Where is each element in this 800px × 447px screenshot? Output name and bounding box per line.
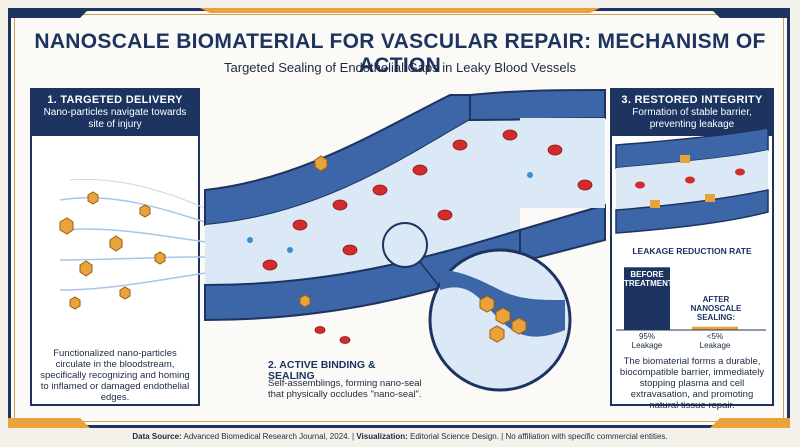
red-blood-cell-icon xyxy=(452,139,468,151)
nanoseal-icon xyxy=(495,307,511,325)
red-blood-cell-icon xyxy=(342,244,358,256)
panel3-heading: 3. RESTORED INTEGRITY xyxy=(621,94,763,106)
nanoparticle-icon xyxy=(87,191,99,205)
page-title: NANOSCALE BIOMATERIAL FOR VASCULAR REPAI… xyxy=(34,30,766,77)
platelet-icon xyxy=(247,237,253,243)
nanoparticle-icon xyxy=(69,296,81,310)
chart-title: LEAKAGE REDUCTION RATE xyxy=(632,246,752,256)
nanoparticle-icon xyxy=(119,286,131,300)
footer-viz: Editorial Science Design. xyxy=(410,432,499,441)
panel3-header: 3. RESTORED INTEGRITY Formation of stabl… xyxy=(612,90,772,136)
footer-note: No affiliation with specific commercial … xyxy=(505,432,668,441)
red-blood-cell-icon xyxy=(547,144,563,156)
footer-source: Advanced Biomedical Research Journal, 20… xyxy=(183,432,350,441)
nanoparticle-icon xyxy=(139,204,151,218)
panel1-caption: Functionalized nano-particles circulate … xyxy=(40,348,190,403)
nanoparticle-icon xyxy=(109,235,123,252)
red-blood-cell-icon xyxy=(685,176,695,184)
red-blood-cell-icon xyxy=(412,164,428,176)
panel3-subheading: Formation of stable barrier, preventing … xyxy=(632,107,752,130)
nanoparticle-icon xyxy=(314,155,328,172)
red-blood-cell-icon xyxy=(292,219,308,231)
chart-bar xyxy=(692,326,738,330)
nanoseal-icon xyxy=(479,295,495,313)
platelet-icon xyxy=(527,172,533,178)
platelet-icon xyxy=(287,247,293,253)
red-blood-cell-icon xyxy=(332,199,348,211)
nanoseal-icon xyxy=(489,325,505,343)
panel2-heading: 2. ACTIVE BINDING & SEALING xyxy=(268,359,376,382)
page-subtitle: Targeted Sealing of Endothelial Gaps in … xyxy=(224,60,576,75)
nanoseal-icon xyxy=(511,317,527,335)
chart-bar xyxy=(624,267,670,330)
footer: Data Source: Advanced Biomedical Researc… xyxy=(132,432,668,441)
red-blood-cell-icon xyxy=(372,184,388,196)
red-blood-cell-icon xyxy=(339,336,351,344)
nanoparticle-icon xyxy=(154,251,166,265)
footer-source-label: Data Source: xyxy=(132,432,182,441)
red-blood-cell-icon xyxy=(735,168,745,176)
zoom-source-circle xyxy=(382,222,428,268)
panel1-heading: 1. TARGETED DELIVERY xyxy=(47,94,183,106)
footer-viz-label: Visualization: xyxy=(356,432,408,441)
panel2-caption: Self-assemblings, forming nano-seal that… xyxy=(268,378,422,400)
red-blood-cell-icon xyxy=(437,209,453,221)
nanoparticle-icon xyxy=(59,217,74,235)
panel3-caption: The biomaterial forms a durable, biocomp… xyxy=(619,356,765,411)
chart-value-after: <5% Leakage xyxy=(699,332,731,350)
red-blood-cell-icon xyxy=(502,129,518,141)
nanoparticle-icon xyxy=(79,260,93,277)
chart-category-after: AFTER NANOSCALE SEALING: xyxy=(690,295,742,322)
red-blood-cell-icon xyxy=(262,259,278,271)
panel1-subheading: Nano-particles navigate towards site of … xyxy=(43,107,187,130)
red-blood-cell-icon xyxy=(314,326,326,334)
nanoparticle-icon xyxy=(299,294,311,308)
chart-category-before: BEFORE TREATMENT: xyxy=(624,270,675,288)
panel1-header: 1. TARGETED DELIVERY Nano-particles navi… xyxy=(32,90,198,136)
red-blood-cell-icon xyxy=(635,181,645,189)
inner-frame xyxy=(14,14,784,422)
chart-value-before: 95% Leakage xyxy=(631,332,663,350)
red-blood-cell-icon xyxy=(577,179,593,191)
